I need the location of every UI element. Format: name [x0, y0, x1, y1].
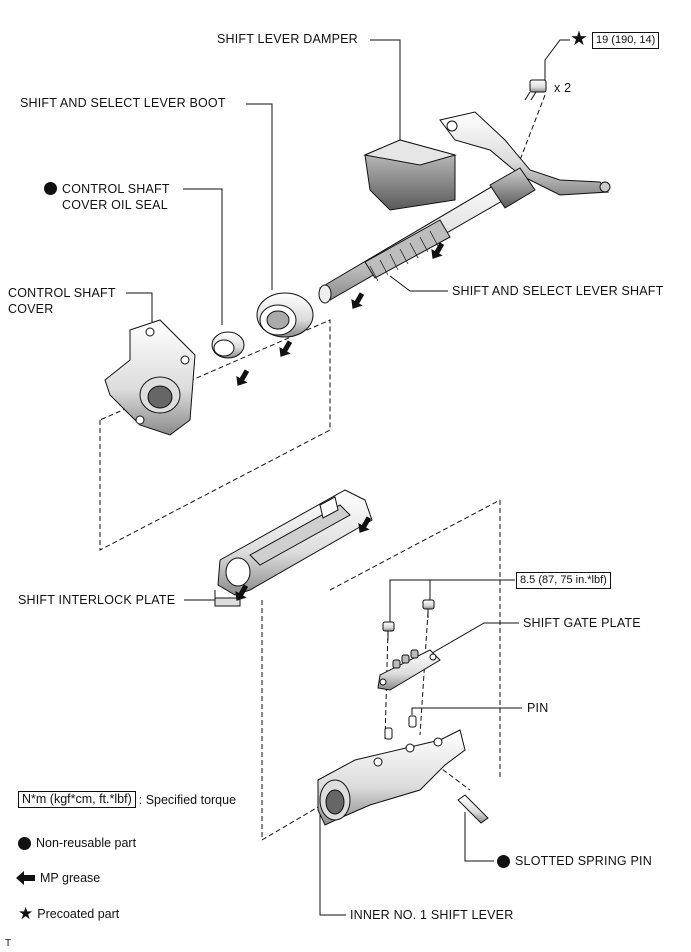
shift-lever-bracket-shape — [439, 111, 611, 196]
label-control-shaft-cover: CONTROL SHAFT COVER — [8, 286, 116, 316]
pins-shape — [384, 715, 417, 740]
torque-box-gate-plate-bolts: 8.5 (87, 75 in.*lbf) — [516, 572, 611, 589]
label-slotted-spring-pin: SLOTTED SPRING PIN — [497, 853, 652, 869]
mp-grease-arrow-icon — [16, 871, 35, 885]
shift-lever-damper-shape — [363, 139, 457, 211]
corner-mark: T — [5, 938, 12, 949]
label-pin: PIN — [527, 701, 549, 715]
inner-shift-lever-shape — [317, 729, 466, 826]
control-shaft-cover-shape — [104, 319, 196, 436]
precoated-star-icon: ★ — [570, 28, 589, 50]
non-reusable-dot-icon — [497, 854, 510, 868]
label-inner-no1-shift-lever: INNER NO. 1 SHIFT LEVER — [350, 908, 514, 922]
legend-precoated: ★ Precoated part — [18, 904, 120, 923]
legend-non-reusable: Non-reusable part — [18, 835, 136, 851]
oil-seal-shape — [211, 331, 245, 359]
label-shift-select-lever-boot: SHIFT AND SELECT LEVER BOOT — [20, 96, 226, 110]
shift-gate-plate-shape — [377, 649, 441, 691]
legend-torque-box: N*m (kgf*cm, ft.*lbf) — [18, 791, 136, 808]
slotted-spring-pin-shape — [457, 794, 489, 824]
lever-boot-shape — [256, 292, 314, 338]
label-control-shaft-cover-oil-seal: CONTROL SHAFT COVER OIL SEAL — [44, 181, 170, 213]
label-shift-lever-damper: SHIFT LEVER DAMPER — [217, 32, 358, 46]
grease-arrows — [235, 242, 445, 601]
label-shift-gate-plate: SHIFT GATE PLATE — [523, 616, 641, 630]
precoated-star-icon: ★ — [18, 904, 34, 923]
gate-plate-bolts-shape — [382, 599, 435, 640]
bolt-top-shape — [524, 79, 547, 101]
shift-select-lever-shaft-shape — [318, 167, 536, 304]
label-shift-interlock-plate: SHIFT INTERLOCK PLATE — [18, 593, 176, 607]
shift-interlock-plate-shape — [214, 489, 373, 607]
legend-specified-torque: N*m (kgf*cm, ft.*lbf) : Specified torque — [18, 791, 236, 808]
legend-torque-desc: : Specified torque — [138, 792, 237, 807]
legend-mp-grease: MP grease — [16, 870, 100, 886]
label-shift-select-lever-shaft: SHIFT AND SELECT LEVER SHAFT — [452, 284, 664, 298]
non-reusable-dot-icon — [18, 836, 31, 850]
bolt-quantity: x 2 — [554, 81, 572, 95]
non-reusable-dot-icon — [44, 182, 57, 195]
torque-box-top-bolt: 19 (190, 14) — [592, 32, 660, 49]
